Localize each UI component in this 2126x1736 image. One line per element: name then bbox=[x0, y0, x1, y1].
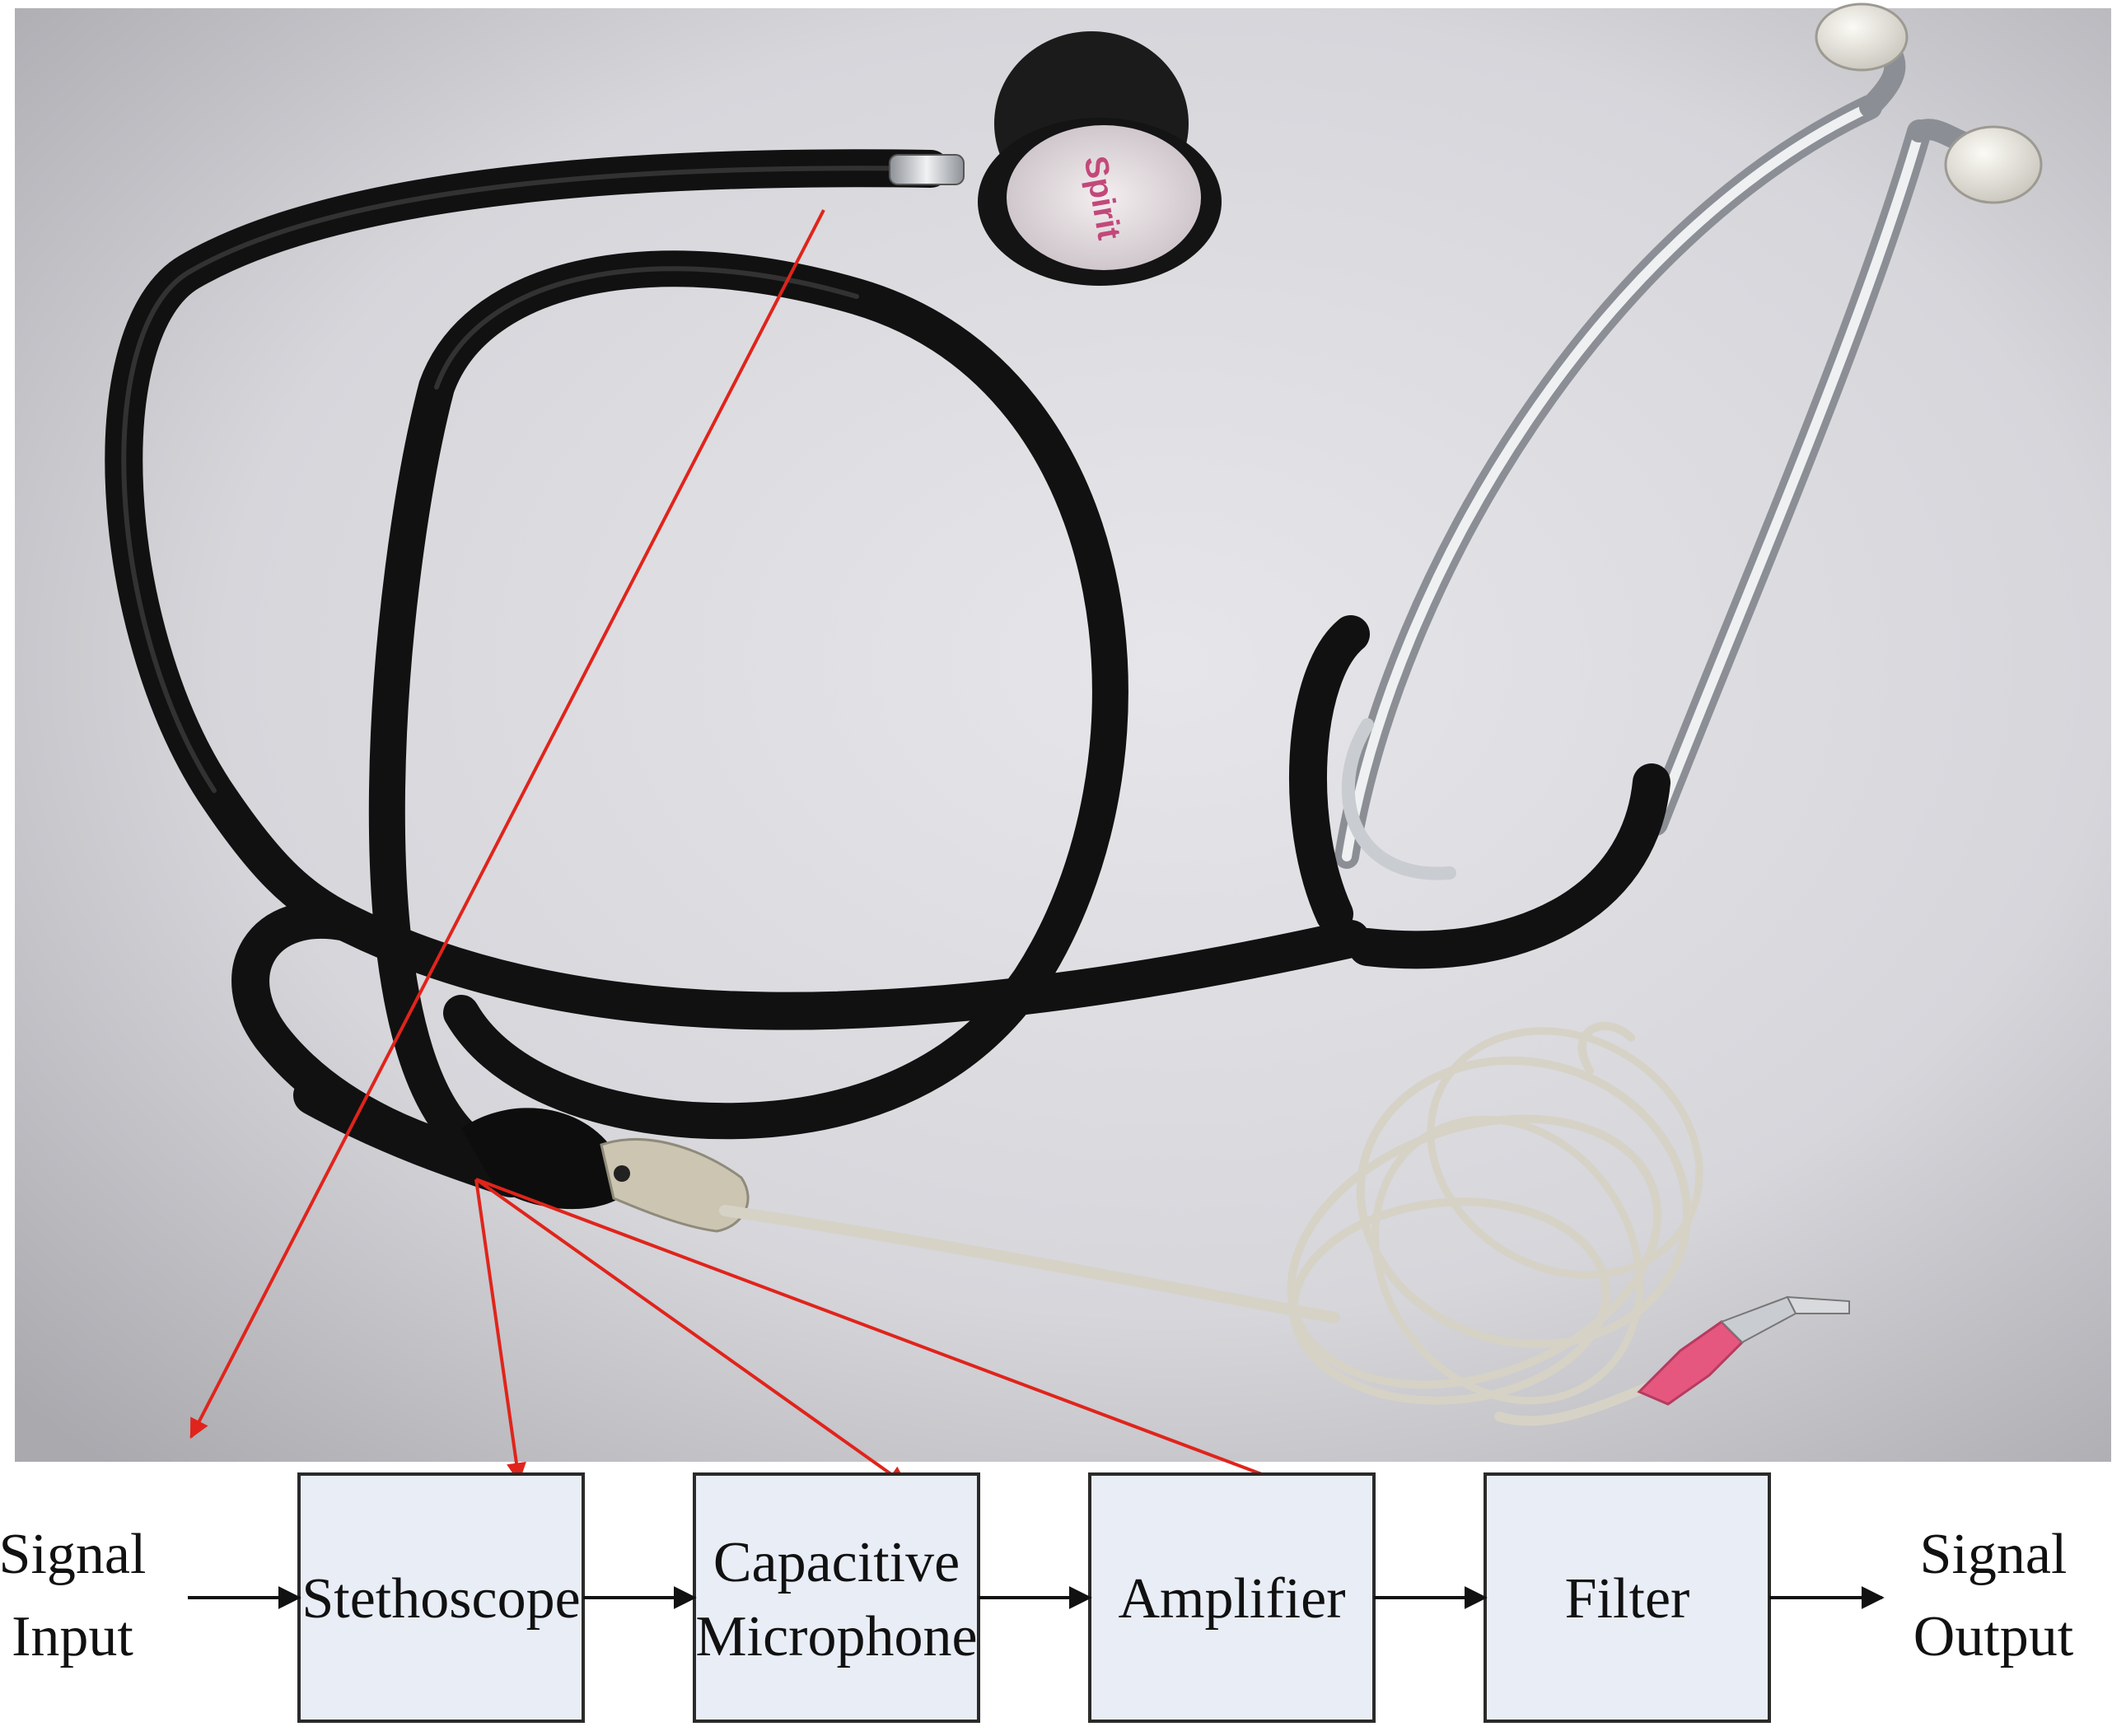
signal-input-label-line1: Signal bbox=[0, 1523, 146, 1586]
chestpiece-stem bbox=[889, 154, 965, 185]
stethoscope-photo: Spirit bbox=[15, 2, 2111, 1494]
ear-tip-left-icon bbox=[1815, 2, 1909, 72]
block-amplifier-label-line1: Amplifier bbox=[1118, 1567, 1345, 1631]
chestpiece: Spirit bbox=[978, 31, 1222, 286]
pointer-arrow-to-microphone bbox=[474, 1178, 908, 1486]
pointer-arrow-to-stethoscope bbox=[474, 1178, 526, 1483]
microphone-cable bbox=[719, 1021, 1703, 1426]
stethoscope-tubing bbox=[105, 149, 1670, 1197]
block-stethoscope-box bbox=[297, 1472, 585, 1723]
block-filter-box bbox=[1484, 1472, 1771, 1723]
block-amplifier: Amplifier bbox=[1088, 1472, 1376, 1723]
pointer-arrow-to-input bbox=[189, 209, 825, 1440]
block-filter-label-line1: Filter bbox=[1565, 1567, 1690, 1631]
signal-output-label-line2: Output bbox=[1913, 1605, 2074, 1668]
pointer-arrows bbox=[189, 209, 1308, 1494]
block-capacitive-microphone-label-line2: Microphone bbox=[695, 1605, 977, 1668]
block-capacitive-microphone-box bbox=[693, 1472, 980, 1723]
block-filter: Filter bbox=[1484, 1472, 1771, 1723]
signal-chain-diagram: Signal Input Signal Output Stethoscope Ca… bbox=[0, 1472, 2074, 1723]
audio-plug-icon bbox=[1637, 1295, 1850, 1406]
block-amplifier-box bbox=[1088, 1472, 1376, 1723]
signal-output-label-line1: Signal bbox=[1920, 1523, 2068, 1586]
binaural-tubes bbox=[1334, 35, 1979, 880]
block-capacitive-microphone-label-line1: Capacitive bbox=[713, 1531, 960, 1594]
capacitive-microphone-housing bbox=[461, 1108, 750, 1233]
signal-input-label-line2: Input bbox=[12, 1605, 133, 1668]
block-stethoscope: Stethoscope bbox=[297, 1472, 585, 1723]
pointer-arrow-to-amplifier bbox=[475, 1178, 1308, 1494]
ear-tip-right-icon bbox=[1944, 125, 2043, 204]
block-stethoscope-label-line1: Stethoscope bbox=[301, 1567, 580, 1631]
